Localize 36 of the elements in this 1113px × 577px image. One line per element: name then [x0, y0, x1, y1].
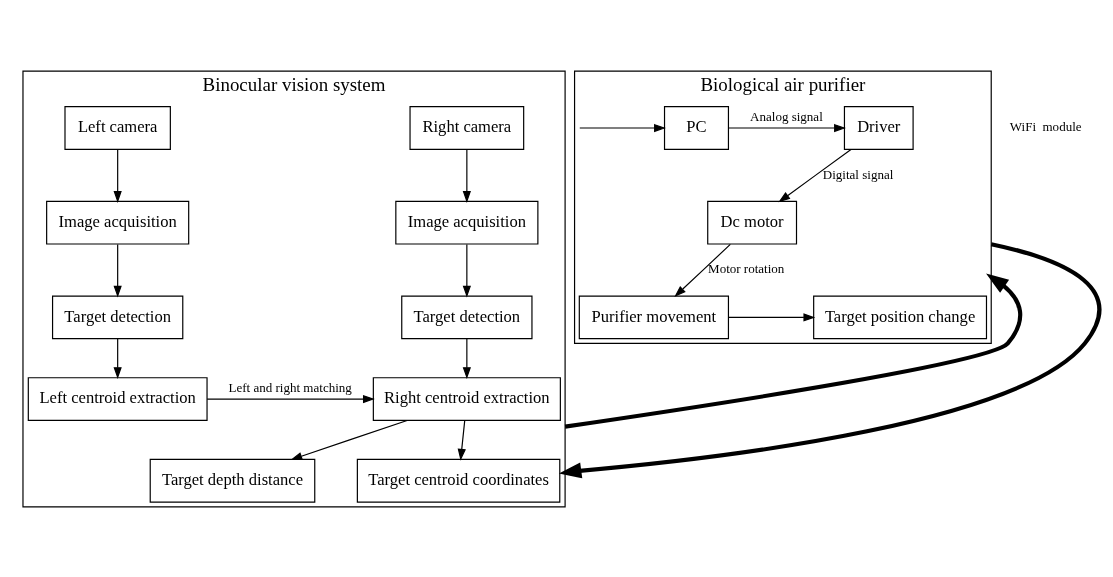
edge-label: Analog signal: [750, 108, 823, 124]
arrow: [113, 148, 122, 203]
arrow: [579, 123, 666, 132]
node-box: Target detection: [401, 295, 533, 339]
arrow: [462, 148, 471, 203]
edge-label: Digital signal: [822, 166, 894, 182]
arrow: [113, 243, 122, 298]
arrow: [558, 241, 1102, 478]
arrow: [674, 243, 731, 297]
edge-label: Left and right matching: [228, 379, 352, 395]
node-box: Target detection: [52, 295, 184, 339]
node-box: Right camera: [409, 105, 525, 150]
arrow: [728, 312, 816, 322]
arrow: [462, 243, 471, 298]
node-box: Left camera: [64, 105, 171, 150]
node-box: Purifier movement: [578, 295, 730, 339]
node-box: Image acquisition: [395, 200, 539, 245]
node-box: Dc motor: [707, 200, 798, 245]
node-box: Driver: [843, 105, 914, 150]
label: WiFi module: [1009, 118, 1082, 134]
arrow: [462, 337, 471, 379]
node-box: Target position change: [813, 295, 988, 339]
arrow: [290, 419, 408, 460]
edge-label: Motor rotation: [708, 260, 785, 276]
node-box: PC: [663, 105, 730, 150]
arrow: [564, 272, 1023, 429]
arrow: [457, 419, 466, 461]
node-box: Left centroid extraction: [27, 376, 208, 421]
node-box: Right centroid extraction: [372, 376, 561, 421]
arrow: [778, 148, 852, 202]
node-box: Target centroid coordinates: [356, 458, 561, 503]
arrow: [113, 337, 122, 379]
node-box: Image acquisition: [46, 200, 190, 245]
arrow: [206, 394, 375, 403]
arrow: [728, 123, 846, 132]
node-box: Target depth distance: [149, 458, 316, 503]
